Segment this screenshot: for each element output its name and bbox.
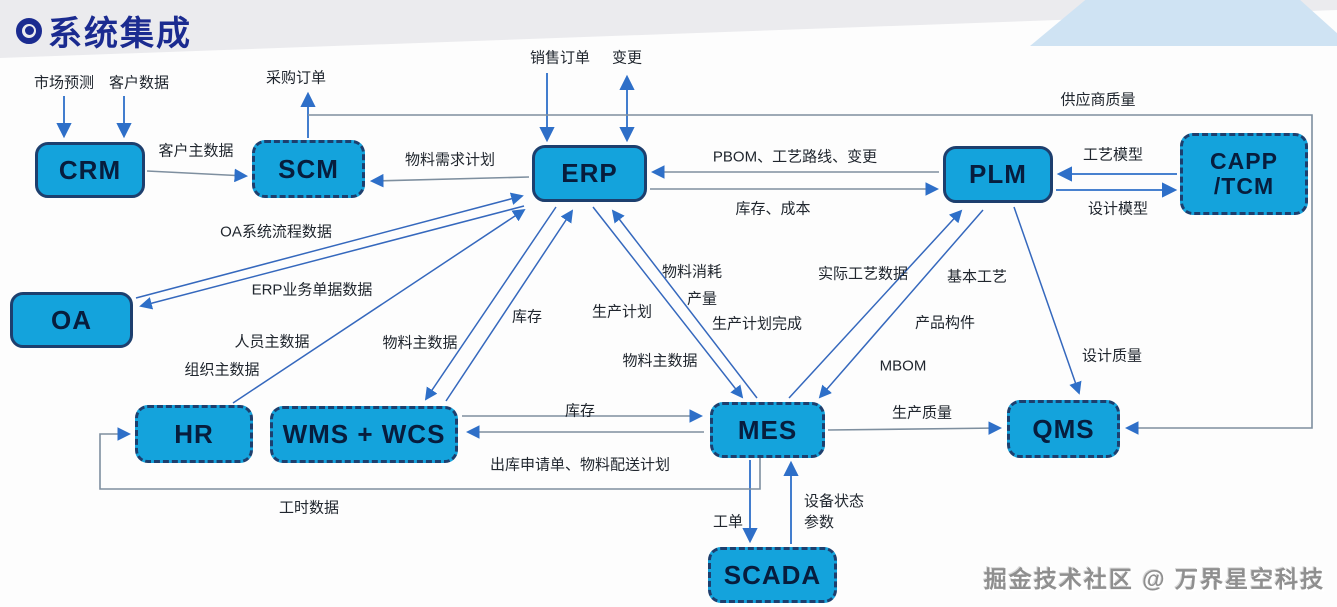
edge-label-purchase-order: 采购订单 [265,69,327,87]
edge-mes-to-hr-time-data [99,427,761,490]
edge-label-org-master-data: 组织主数据 [184,361,260,379]
edge-label-basic-process: 基本工艺 [946,268,1008,286]
edge-label-oa-flow-data: OA系统流程数据 [220,223,332,241]
edge-label-outbound-request: 出库申请单、物料配送计划 [489,456,671,474]
edge-erp-to-oa [139,205,525,310]
top-blue-stripe [1030,0,1337,46]
edge-oa-to-erp [135,192,524,299]
edge-label-inventory-wms-mes: 库存 [564,402,596,420]
edge-label-mbom: MBOM [879,357,927,375]
node-crm-label: CRM [58,154,122,185]
edge-crm-to-scm [146,168,249,183]
edge-scm-to-qms-supplier-quality [308,114,1313,435]
edge-label-process-model: 工艺模型 [1082,146,1144,164]
edge-label-market-forecast: 市场预测 [33,74,95,92]
edge-erp-to-scm [369,173,530,188]
node-qms-label: QMS [1032,413,1095,444]
node-hr-label: HR [174,418,214,449]
edge-label-change: 变更 [611,49,643,67]
node-capp-tcm: CAPP /TCM [1180,133,1308,215]
edge-label-pbom-route-change: PBOM、工艺路线、变更 [712,148,878,166]
edge-label-material-master-erp-wms: 物料主数据 [382,334,458,352]
node-wms-wcs-label: WMS + WCS [282,419,446,449]
node-oa: OA [10,292,133,348]
edge-label-material-master-erp-mes: 物料主数据 [622,352,698,370]
edge-wms-to-erp [445,209,574,402]
edge-erp-to-mes [592,206,744,399]
edge-label-production-quality: 生产质量 [891,404,953,422]
edge-mes-to-plm [788,209,963,399]
edge-label-supplier-quality: 供应商质量 [1060,91,1136,109]
edge-label-material-req-plan: 物料需求计划 [404,151,496,169]
edge-label-inventory-cost: 库存、成本 [735,200,811,218]
edge-label-customer-data: 客户数据 [108,74,170,92]
edge-plm-to-mes [818,209,984,399]
node-plm: PLM [943,146,1053,203]
bullseye-icon [16,17,42,44]
edge-mes-to-erp [611,209,758,399]
edge-label-design-model: 设计模型 [1087,200,1149,218]
node-scm: SCM [252,140,365,198]
edge-label-erp-doc-data: ERP业务单据数据 [251,281,373,299]
edge-plm-to-qms [1013,206,1082,395]
edge-label-material-consumption: 物料消耗 [661,263,723,281]
node-plm-label: PLM [969,159,1027,189]
edge-erp-to-wms [424,206,557,401]
page-title: 系统集成 [16,6,192,55]
edge-label-time-data: 工时数据 [278,499,340,517]
edge-label-personnel-master-data: 人员主数据 [234,333,310,351]
node-qms: QMS [1007,400,1120,458]
page-title-text: 系统集成 [48,15,192,53]
edge-label-plan-complete: 生产计划完成 [711,315,803,333]
edge-label-product-components: 产品构件 [914,314,976,332]
edge-label-customer-master-data: 客户主数据 [158,142,234,160]
node-capp-tcm-label: CAPP /TCM [1210,147,1278,199]
node-erp-label: ERP [561,158,618,188]
node-oa-label: OA [51,304,92,335]
node-erp: ERP [532,145,647,202]
node-mes: MES [710,402,825,458]
edge-hr-to-erp [232,208,526,404]
node-scada-label: SCADA [723,559,822,590]
edge-label-output: 产量 [686,290,718,308]
edge-label-work-order: 工单 [712,513,744,531]
edge-label-design-quality: 设计质量 [1081,347,1143,365]
edge-label-actual-process-data: 实际工艺数据 [817,265,909,283]
node-scm-label: SCM [278,153,339,184]
edge-label-production-plan: 生产计划 [591,303,653,321]
node-crm: CRM [35,142,145,198]
node-scada: SCADA [708,547,837,603]
node-mes-label: MES [737,414,798,445]
edge-mes-to-qms [827,421,1003,435]
edge-label-equipment-status-params: 设备状态 参数 [803,493,865,531]
edge-label-inventory-wms-erp: 库存 [511,308,543,326]
edge-label-sales-order: 销售订单 [529,49,591,67]
node-hr: HR [135,405,253,463]
watermark: 掘金技术社区 @ 万界星空科技 [983,566,1325,592]
node-wms-wcs: WMS + WCS [270,406,458,463]
